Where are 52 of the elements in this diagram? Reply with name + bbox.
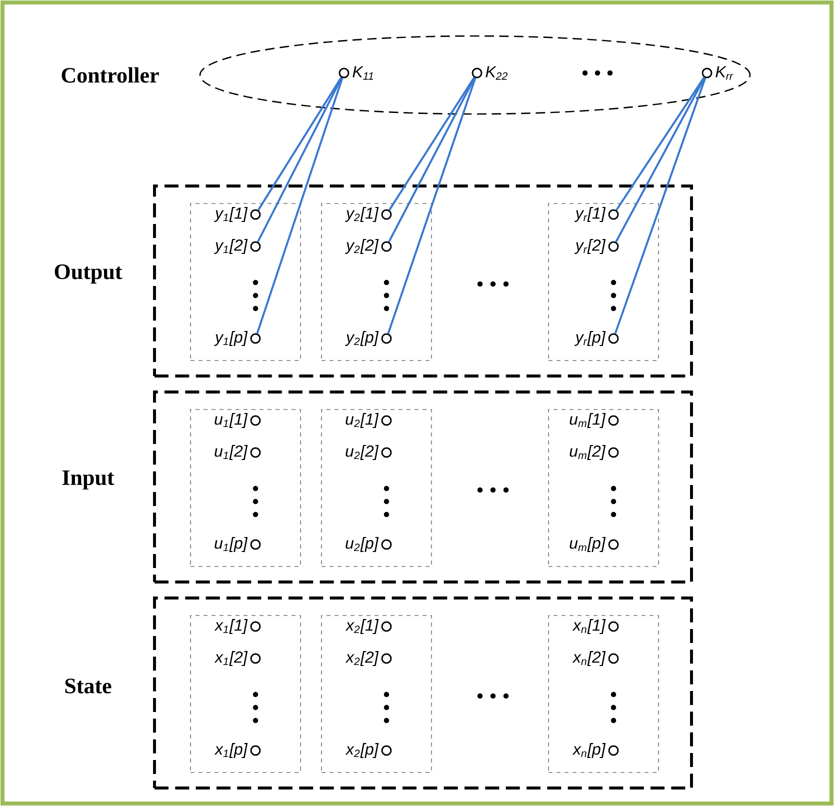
group-box bbox=[548, 203, 659, 361]
signal-label: y$_{1}$[1] bbox=[214, 207, 248, 222]
connector-line bbox=[257, 77, 343, 242]
signal-label: y$_{r}$[p] bbox=[574, 331, 606, 346]
signal-label: y$_{r}$[1] bbox=[574, 207, 606, 222]
connector-line bbox=[387, 78, 476, 334]
signal-label: x$_{n}$[2] bbox=[572, 651, 606, 666]
signal-label: y$_{r}$[2] bbox=[574, 239, 606, 254]
signal-label: y$_{1}$[p] bbox=[214, 331, 248, 346]
signal-label: y$_{2}$[p] bbox=[345, 331, 379, 346]
signal-label: x$_{1}$[1] bbox=[214, 619, 248, 634]
signal-label: y$_{1}$[2] bbox=[214, 239, 248, 254]
connector-line bbox=[615, 77, 706, 242]
connector-line bbox=[388, 77, 476, 242]
signal-label: x$_{2}$[1] bbox=[345, 619, 379, 634]
signal-label: x$_{2}$[p] bbox=[345, 743, 379, 758]
signal-label: u$_{m}$[1] bbox=[570, 413, 606, 428]
group-box bbox=[190, 409, 301, 567]
group-box bbox=[190, 615, 301, 773]
signal-label: u$_{1}$[p] bbox=[214, 537, 248, 552]
section-label: Output bbox=[54, 264, 122, 284]
signal-label: x$_{n}$[p] bbox=[572, 743, 606, 758]
group-box bbox=[548, 615, 659, 773]
signal-label: u$_{2}$[1] bbox=[346, 413, 379, 428]
signal-label: u$_{m}$[p] bbox=[570, 537, 606, 552]
group-box bbox=[321, 615, 432, 773]
connector-line bbox=[256, 78, 344, 334]
connector-line bbox=[257, 76, 342, 211]
gain-label: K$_{22}$ bbox=[486, 66, 508, 80]
signal-label: x$_{n}$[1] bbox=[572, 619, 606, 634]
signal-label: y$_{2}$[1] bbox=[345, 207, 379, 222]
signal-label: u$_{m}$[2] bbox=[570, 445, 606, 460]
signal-label: x$_{2}$[2] bbox=[345, 651, 379, 666]
connector-line bbox=[388, 76, 476, 211]
signal-label: u$_{2}$[2] bbox=[346, 445, 379, 460]
signal-label: x$_{1}$[p] bbox=[214, 743, 248, 758]
signal-label: x$_{1}$[2] bbox=[214, 651, 248, 666]
section-label: Controller bbox=[62, 67, 159, 83]
connector-line bbox=[614, 78, 706, 334]
gain-label: K$_{11}$ bbox=[352, 66, 374, 80]
group-box bbox=[321, 409, 432, 567]
section-label: State bbox=[65, 678, 112, 694]
group-box bbox=[321, 203, 432, 361]
signal-label: u$_{1}$[2] bbox=[214, 445, 248, 460]
signal-label: y$_{2}$[2] bbox=[345, 239, 379, 254]
signal-label: u$_{2}$[p] bbox=[346, 537, 379, 552]
section-label: Input bbox=[62, 470, 114, 490]
connector-line bbox=[616, 76, 705, 211]
group-box bbox=[190, 203, 301, 361]
signal-label: u$_{1}$[1] bbox=[214, 413, 248, 428]
group-box bbox=[548, 409, 659, 567]
gain-label: K$_{rr}$ bbox=[716, 66, 734, 80]
